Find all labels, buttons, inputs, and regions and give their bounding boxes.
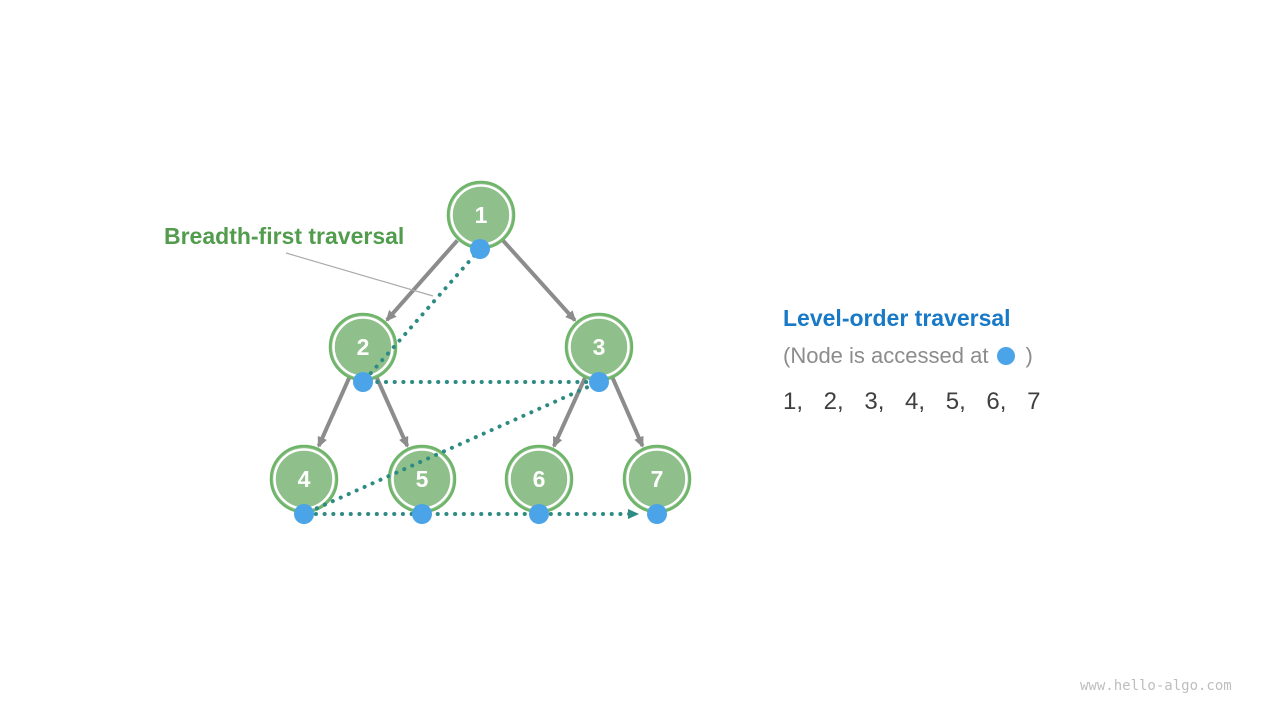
access-dot-7 [647,504,667,524]
edge-2-5 [375,377,410,448]
access-dot-2 [353,372,373,392]
node-label: 3 [593,334,606,360]
edge-3-6 [552,377,587,449]
tree-node-5: 5 [387,444,457,514]
node-label: 2 [357,334,370,360]
traversal-sequence: 1, 2, 3, 4, 5, 6, 7 [783,388,1041,415]
access-note-text-before: (Node is accessed at [783,343,989,368]
node-label: 6 [533,466,546,492]
edge-2-4 [316,377,351,448]
node-label: 5 [416,466,429,492]
tree-node-1: 1 [446,180,516,250]
edge-1-2 [385,239,459,322]
node-label: 1 [475,202,488,228]
access-note: (Node is accessed at ) [783,343,1033,369]
node-label: 4 [298,466,311,492]
access-dot-4 [294,504,314,524]
annotation-leader-line [285,252,434,297]
breadth-first-traversal-label: Breadth-first traversal [164,223,405,249]
access-dot-3 [589,372,609,392]
watermark-url: www.hello-algo.com [1080,678,1232,694]
access-dot-legend-icon [997,347,1016,365]
access-note-text-after: ) [1025,343,1033,368]
edge-3-7 [610,377,645,448]
level-order-traversal-title: Level-order traversal [783,305,1011,331]
tree-node-4: 4 [269,444,339,514]
node-label: 7 [651,466,664,492]
access-dots [294,239,667,524]
tree-node-7: 7 [622,444,692,514]
tree-node-2: 2 [328,312,398,382]
edge-1-3 [501,238,577,322]
tree-node-6: 6 [504,444,574,514]
access-dot-5 [412,504,432,524]
access-dot-6 [529,504,549,524]
access-dot-1 [470,239,490,259]
tree-node-3: 3 [564,312,634,382]
